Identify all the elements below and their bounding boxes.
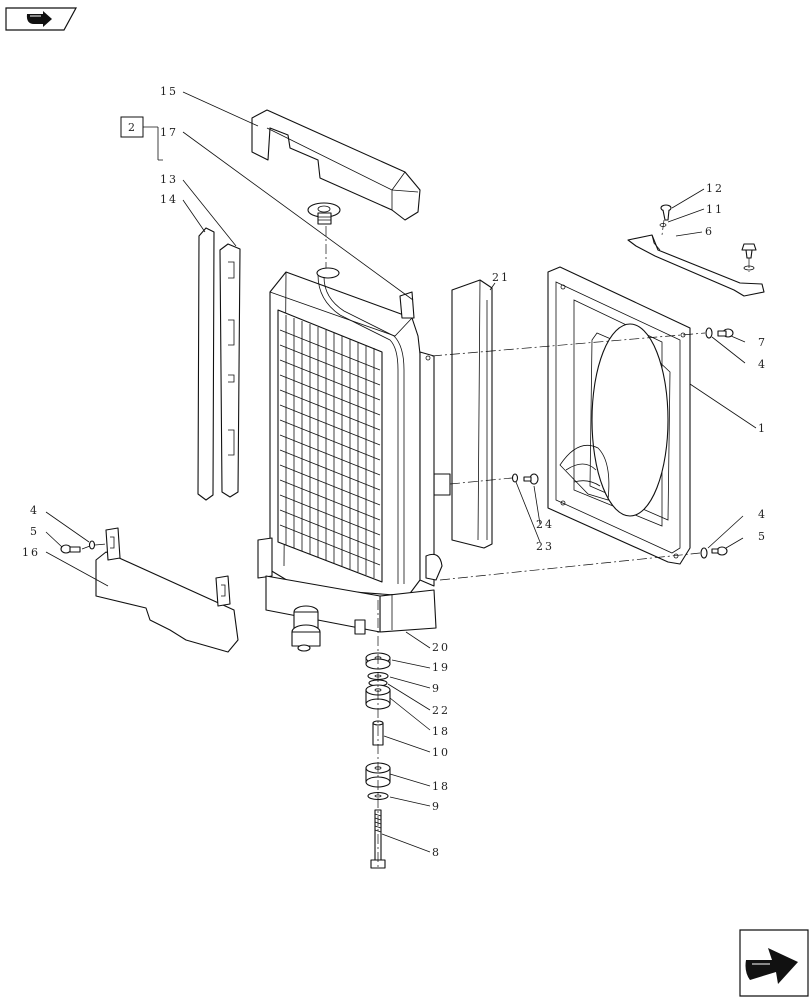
callout-6[interactable]: 6 <box>705 225 714 238</box>
callout-5-left[interactable]: 5 <box>30 525 39 538</box>
washer-4-right-part <box>700 547 708 559</box>
radiator-part <box>257 267 443 633</box>
callout-21[interactable]: 21 <box>492 271 510 284</box>
assembly-axis-side-seal <box>449 477 513 485</box>
back-arrow-icon <box>26 11 52 27</box>
left-seal-strip-part <box>197 227 241 501</box>
screw-24-part <box>523 473 539 485</box>
callout-13[interactable]: 13 <box>160 173 178 186</box>
washer-9-lower-part <box>367 791 389 801</box>
right-side-seal-part <box>433 279 493 549</box>
callout-18-lower[interactable]: 18 <box>432 780 450 793</box>
callout-4-upper[interactable]: 4 <box>758 358 767 371</box>
callout-11[interactable]: 11 <box>706 203 724 216</box>
leader-lines <box>45 91 757 853</box>
bolt-12-part <box>660 204 672 221</box>
assembly-axis-bracket <box>661 219 665 236</box>
callout-14[interactable]: 14 <box>160 193 178 206</box>
washer-4-upper-part <box>705 327 713 339</box>
callout-1[interactable]: 1 <box>758 422 767 435</box>
callout-19[interactable]: 19 <box>432 661 450 674</box>
callout-23[interactable]: 23 <box>536 540 554 553</box>
callout-17[interactable]: 17 <box>160 126 178 139</box>
assembly-axis-left <box>81 543 107 550</box>
bottom-plate-part <box>95 527 239 653</box>
assembly-axis-lower-right <box>439 552 701 581</box>
bracket-part <box>627 234 765 297</box>
callout-10[interactable]: 10 <box>432 746 450 759</box>
next-page-arrow-icon <box>745 948 798 984</box>
screw-7-part <box>717 328 734 338</box>
washer-4-left-part <box>88 540 96 550</box>
next-page-button[interactable] <box>739 929 809 997</box>
callout-12[interactable]: 12 <box>706 182 724 195</box>
screw-5-left-part <box>60 544 81 554</box>
top-cover-part <box>251 109 421 221</box>
assembly-axis-upper-right <box>431 332 706 357</box>
radiator-rubber-mounts <box>291 605 366 652</box>
reference-box[interactable]: 2 <box>120 116 163 161</box>
callout-15[interactable]: 15 <box>160 85 178 98</box>
screw-5-right-part <box>711 546 728 556</box>
callout-7[interactable]: 7 <box>758 336 767 349</box>
callout-4-left[interactable]: 4 <box>30 504 39 517</box>
callout-9-upper[interactable]: 9 <box>432 682 441 695</box>
callout-16[interactable]: 16 <box>22 546 40 559</box>
callout-20[interactable]: 20 <box>432 641 450 654</box>
callout-9-lower[interactable]: 9 <box>432 800 441 813</box>
callout-5-right[interactable]: 5 <box>758 530 767 543</box>
back-button[interactable] <box>5 7 78 31</box>
callout-8[interactable]: 8 <box>432 846 441 859</box>
reference-box-label: 2 <box>128 121 137 134</box>
callout-4-right[interactable]: 4 <box>758 508 767 521</box>
washer-23-part <box>511 473 519 483</box>
radiator-cap-part <box>307 202 341 225</box>
fan-shroud-part <box>547 266 691 565</box>
callout-24[interactable]: 24 <box>536 518 554 531</box>
callout-22[interactable]: 22 <box>432 704 450 717</box>
callout-18-upper[interactable]: 18 <box>432 725 450 738</box>
